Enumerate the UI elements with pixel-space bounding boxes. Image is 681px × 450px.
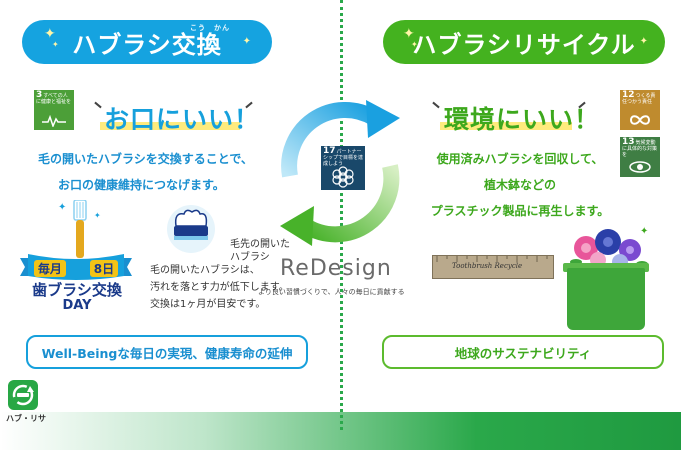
wellbeing-pill: Well-Beingな毎日の実現、健康寿命の延伸 bbox=[26, 335, 308, 369]
infinity-icon bbox=[629, 115, 651, 125]
redesign-subtitle: より良い習慣づくりで、人々の毎日に貢献する bbox=[258, 288, 405, 296]
right-header-title: ハブラシリサイクル bbox=[412, 30, 636, 59]
sparkle-icon: ✦ bbox=[44, 26, 57, 42]
sdg-12-badge: 12つくる責任つかう責任 bbox=[620, 90, 660, 130]
eye-globe-icon bbox=[629, 161, 651, 173]
sdg-17-badge: 17パートナーシップで目標を達成しよう bbox=[321, 146, 365, 190]
description-line: 植木鉢などの bbox=[483, 178, 556, 192]
headline-underline bbox=[100, 122, 240, 130]
worn-brush-label: 毛先の開いた ハブラシ bbox=[230, 238, 290, 264]
accent-mark bbox=[432, 101, 440, 109]
left-section-header: ✦ ✦ こう かん ハブラシ交換 ✦ bbox=[22, 20, 272, 64]
right-description: 使用済みハブラシを回収して、 植木鉢などの プラスチック製品に再生します。 bbox=[420, 146, 620, 224]
description-line: お口の健康維持につなげます。 bbox=[58, 178, 225, 192]
recycled-ruler bbox=[432, 255, 554, 279]
sdg-number: 17 bbox=[323, 146, 336, 156]
flower-pot-rim bbox=[563, 263, 649, 272]
svg-text:✦: ✦ bbox=[94, 211, 101, 220]
heartbeat-icon bbox=[42, 115, 66, 127]
toothbrush-icon: ✦ ✦ bbox=[58, 200, 101, 258]
sdg-label: パートナーシップで目標を達成しよう bbox=[323, 149, 364, 167]
day-title-sub: DAY bbox=[62, 298, 92, 313]
sdg-label: 気候変動に具体的な対策を bbox=[622, 140, 658, 158]
cycle-arrows-icon bbox=[280, 100, 400, 246]
right-section-header: ✦ ✦ ハブラシリサイクル ✦ bbox=[383, 20, 665, 64]
redesign-title: ReDesign bbox=[280, 256, 392, 281]
label-line: 毛先の開いた bbox=[230, 239, 290, 250]
flower-pot bbox=[567, 268, 645, 330]
sdg-number: 3 bbox=[36, 90, 43, 100]
center-divider bbox=[340, 0, 343, 430]
svg-text:✦: ✦ bbox=[58, 202, 66, 213]
habu-risa-logo bbox=[8, 380, 38, 410]
day-title-main: 歯ブラシ交換 bbox=[32, 281, 122, 299]
bottom-gradient-bar bbox=[0, 412, 681, 450]
sustainability-pill: 地球のサステナビリティ bbox=[382, 335, 664, 369]
toothbrush-day-title: 歯ブラシ交換 DAY bbox=[22, 281, 132, 314]
description-line: 毛の開いたハブラシを交換することで、 bbox=[38, 152, 253, 166]
sdg-13-badge: 13気候変動に具体的な対策を bbox=[620, 137, 660, 177]
sparkle-icon: ✦ bbox=[242, 36, 252, 47]
right-headline: 環境にいい！ bbox=[444, 105, 601, 134]
ruler-text: Toothbrush Recycle bbox=[452, 262, 523, 270]
sdg-label: すべての人に健康と福祉を bbox=[36, 93, 72, 105]
headline-underline bbox=[440, 122, 572, 130]
logo-text: ハブ・リサ bbox=[6, 414, 46, 423]
worn-brush-icon bbox=[167, 205, 215, 253]
sparkle-icon: ✦ bbox=[639, 36, 649, 47]
sparkle-icon: ✦ bbox=[52, 40, 60, 49]
note-line: 交換は1ヶ月が目安です。 bbox=[150, 299, 266, 310]
note-line: 毛の開いたハブラシは、 bbox=[150, 265, 260, 276]
flower-icon bbox=[332, 166, 354, 188]
sparkle-icon: ✦ bbox=[403, 26, 416, 42]
sdg-number: 13 bbox=[622, 137, 635, 147]
replacement-note: 毛の開いたハブラシは、 汚れを落とす力が低下します。 交換は1ヶ月が目安です。 bbox=[150, 262, 325, 313]
sdg-label: つくる責任つかう責任 bbox=[622, 93, 656, 105]
description-line: プラスチック製品に再生します。 bbox=[430, 204, 610, 218]
sparkle-icon: ✦ bbox=[411, 40, 419, 49]
header-ruby: こう かん bbox=[190, 24, 230, 32]
note-line: 汚れを落とす力が低下します。 bbox=[150, 282, 289, 293]
left-header-title: ハブラシ交換 bbox=[72, 30, 222, 59]
svg-text:✦: ✦ bbox=[640, 226, 648, 237]
description-line: 使用済みハブラシを回収して、 bbox=[436, 152, 604, 166]
ribbon-day: 8日 bbox=[89, 260, 119, 277]
ruler-ticks bbox=[436, 256, 548, 262]
sdg-number: 12 bbox=[622, 90, 635, 100]
ribbon-month: 毎月 bbox=[33, 260, 66, 277]
label-line: ハブラシ bbox=[230, 252, 270, 263]
recycle-logo-icon bbox=[12, 384, 34, 406]
sdg-3-badge: 3すべての人に健康と福祉を bbox=[34, 90, 74, 130]
ribbon-text: 毎月 8日 bbox=[22, 260, 130, 277]
left-headline: お口にいい！ bbox=[104, 105, 261, 134]
accent-mark bbox=[94, 101, 102, 109]
left-description: 毛の開いたハブラシを交換することで、 お口の健康維持につなげます。 bbox=[38, 146, 298, 198]
